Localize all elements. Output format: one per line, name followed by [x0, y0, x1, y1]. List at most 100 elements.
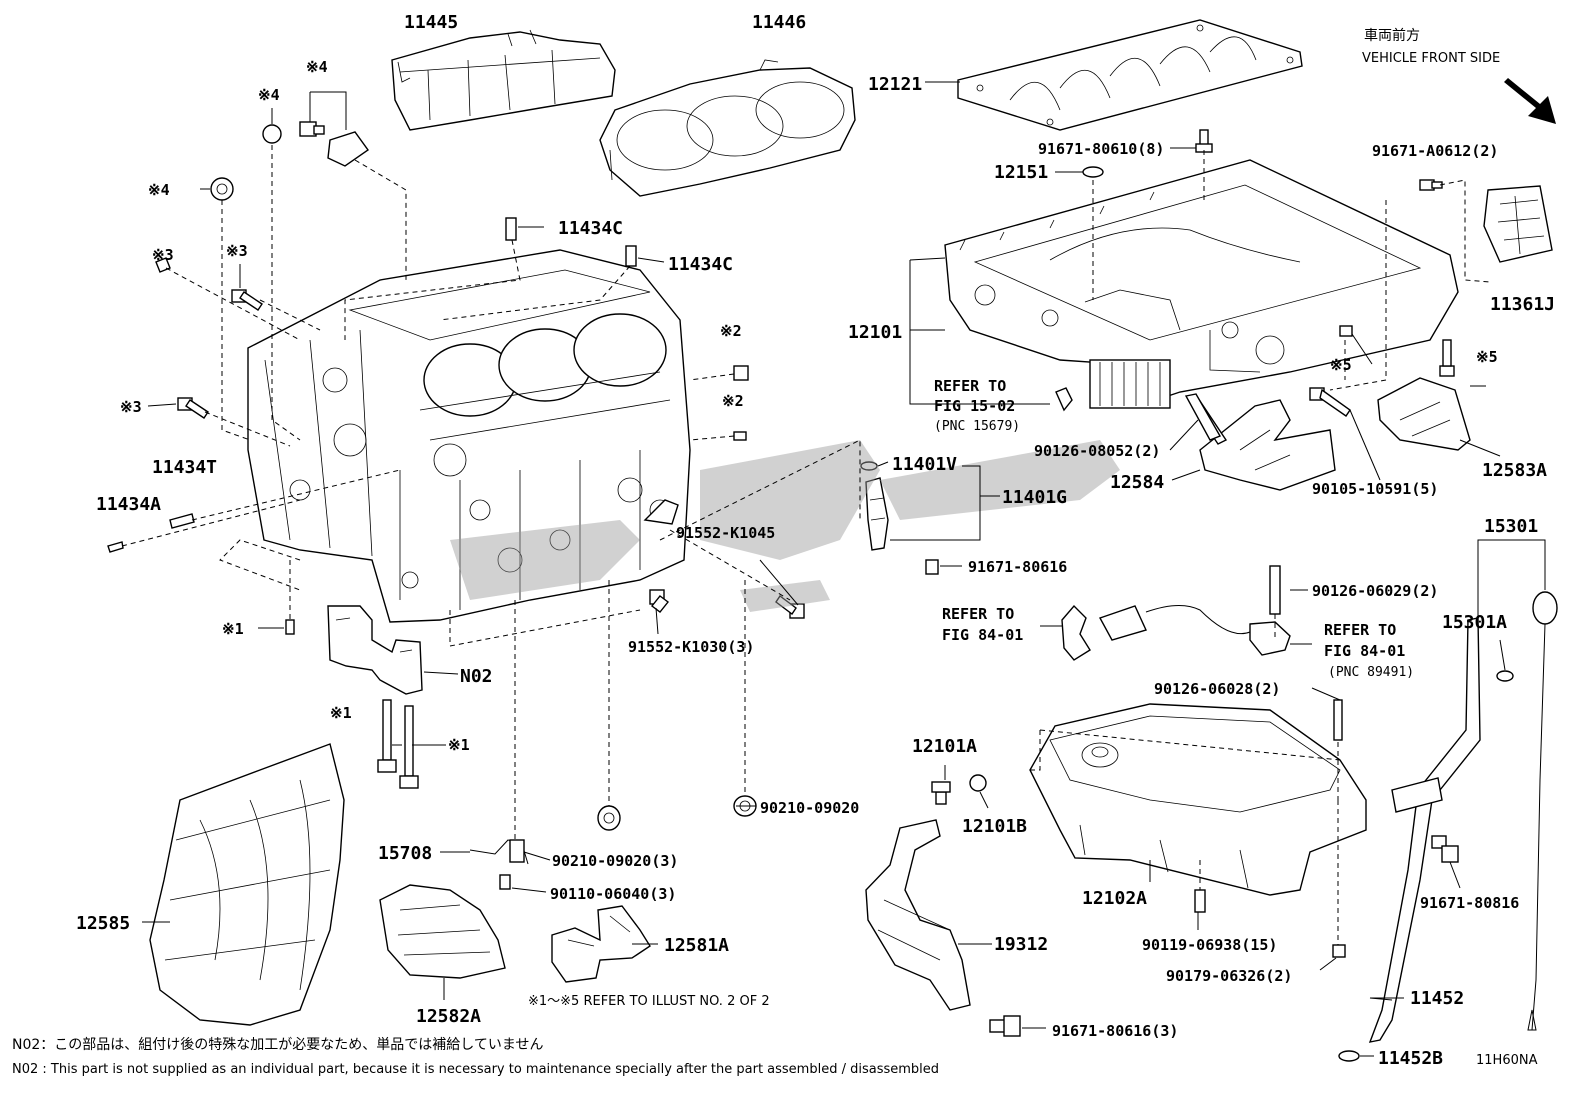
- part-12582A-drawing: [379, 884, 506, 979]
- label-90210-09020: 90210-09020: [760, 799, 859, 817]
- label-90126-06028: 90126-06028(2): [1154, 680, 1280, 698]
- label-11401V: 11401V: [892, 454, 957, 475]
- vehicle-front-label-jp: 車両前方: [1364, 27, 1420, 44]
- label-90119-06938: 90119-06938(15): [1142, 936, 1277, 954]
- part-11445-drawing: [391, 29, 616, 131]
- label-11361J: 11361J: [1490, 294, 1555, 315]
- vehicle-front-label-en: VEHICLE FRONT SIDE: [1362, 51, 1500, 66]
- vehicle-front-arrow-icon: [1504, 78, 1556, 124]
- label-11434C-b: 11434C: [668, 254, 733, 275]
- bolt-m5-right: [1439, 339, 1455, 377]
- part-11446-drawing: [599, 59, 856, 197]
- bolts-m1: [285, 619, 419, 789]
- footnote-jp: N02：この部品は、組付け後の特殊な加工が必要なため、単品では補給していません: [12, 1037, 543, 1053]
- mark-4-a: ※4: [306, 58, 328, 76]
- part-labels: 11445 11446 12121 91671-80610(8) 12151 9…: [76, 12, 1555, 1069]
- label-12101A: 12101A: [912, 736, 977, 757]
- part-12121-drawing: [957, 19, 1303, 131]
- mark-3-c: ※3: [120, 398, 142, 416]
- mark-4-c: ※4: [148, 181, 170, 199]
- stud-90126-08052: [1184, 393, 1222, 441]
- mark-3-a: ※3: [226, 242, 248, 260]
- part-15301-drawing: [1338, 591, 1558, 1062]
- gasket-12101B: [969, 774, 987, 792]
- refer-fig-15-02-line2: FIG 15-02: [934, 397, 1015, 415]
- label-91671-80616: 91671-80616: [968, 558, 1067, 576]
- label-11434T: 11434T: [152, 457, 217, 478]
- mark-5-b: ※5: [1476, 348, 1498, 366]
- refer-fig-15-02-line3: (PNC 15679): [934, 419, 1020, 434]
- label-11446: 11446: [752, 12, 806, 33]
- part-12584-drawing: [1188, 397, 1336, 491]
- label-90179-06326: 90179-06326(2): [1166, 967, 1292, 985]
- label-11434A: 11434A: [96, 494, 161, 515]
- bolt-m5-upper: [1339, 325, 1353, 337]
- mark-1-b: ※1: [330, 704, 352, 722]
- label-12581A: 12581A: [664, 935, 729, 956]
- part-sensor-cable: [1061, 604, 1291, 661]
- bolt-91671-80816: [1431, 835, 1459, 863]
- mark-2-a: ※2: [720, 322, 742, 340]
- mark-5-a: ※5: [1330, 356, 1352, 374]
- refer-15-02-part: [1055, 387, 1073, 412]
- part-15708-drawing: [469, 839, 529, 890]
- leader-lines: [142, 81, 1546, 1057]
- part-12101-drawing: [944, 159, 1459, 409]
- label-12121: 12121: [868, 74, 922, 95]
- oring-12151: [1082, 166, 1104, 178]
- bolt-91671-80616-3: [989, 1015, 1021, 1037]
- illust-note: ※1～※5 REFER TO ILLUST NO. 2 OF 2: [528, 994, 770, 1009]
- label-90105-10591: 90105-10591(5): [1312, 480, 1438, 498]
- part-12585-drawing: [149, 743, 345, 1026]
- refer-fig-84-01-a-line2: FIG 84-01: [942, 626, 1023, 644]
- bolt-90105-10591: [1309, 387, 1351, 417]
- label-N02: N02: [460, 666, 493, 687]
- label-11452: 11452: [1410, 988, 1464, 1009]
- part-cylinder-block: [247, 217, 691, 623]
- label-11452B: 11452B: [1378, 1048, 1443, 1069]
- refer-fig-84-01-b-line1: REFER TO: [1324, 621, 1396, 639]
- part-N02-drawing: [327, 605, 423, 695]
- label-15708: 15708: [378, 843, 432, 864]
- mark-1-c: ※1: [448, 736, 470, 754]
- label-15301: 15301: [1484, 516, 1538, 537]
- part-11361J-drawing: [1419, 179, 1553, 283]
- label-12585: 12585: [76, 913, 130, 934]
- mark-4-b: ※4: [258, 86, 280, 104]
- label-15301A: 15301A: [1442, 612, 1507, 633]
- label-90110-06040: 90110-06040(3): [550, 885, 676, 903]
- label-91671-A0612: 91671-A0612(2): [1372, 142, 1498, 160]
- label-90126-06029: 90126-06029(2): [1312, 582, 1438, 600]
- refer-fig-84-01-b-line2: FIG 84-01: [1324, 642, 1405, 660]
- label-91552-K1030: 91552-K1030(3): [628, 638, 754, 656]
- bolt-91671-80610: [1195, 129, 1213, 153]
- label-90126-08052: 90126-08052(2): [1034, 442, 1160, 460]
- studs-right: [1194, 565, 1346, 958]
- label-12583A: 12583A: [1482, 460, 1547, 481]
- dashed-lines: [121, 145, 1387, 945]
- refer-notes: REFER TO FIG 15-02 (PNC 15679) REFER TO …: [934, 377, 1414, 680]
- label-12102A: 12102A: [1082, 888, 1147, 909]
- mark-1-a: ※1: [222, 620, 244, 638]
- refer-fig-84-01-b-line3: (PNC 89491): [1328, 665, 1414, 680]
- label-12101: 12101: [848, 322, 902, 343]
- label-12101B: 12101B: [962, 816, 1027, 837]
- part-12583A-drawing: [1377, 377, 1471, 451]
- label-12582A: 12582A: [416, 1006, 481, 1027]
- part-11401G-drawing: [860, 461, 939, 575]
- label-91671-80610: 91671-80610(8): [1038, 140, 1164, 158]
- part-19312-drawing: [865, 819, 971, 1011]
- label-11434C-a: 11434C: [558, 218, 623, 239]
- reference-marks: ※4 ※4 ※4 ※3 ※3 ※3 ※2 ※2 ※1 ※1 ※1 ※5 ※5: [120, 58, 1498, 754]
- part-12102A-drawing: [1029, 703, 1367, 896]
- footnote-en: N02 : This part is not supplied as an in…: [12, 1062, 939, 1077]
- part-12101A-drawing: [931, 781, 951, 805]
- bolts-91552: [643, 499, 805, 619]
- gasket-90210-a: [597, 805, 621, 831]
- watermark-logo: [450, 440, 1120, 612]
- label-12584: 12584: [1110, 472, 1164, 493]
- refer-fig-15-02-line1: REFER TO: [934, 377, 1006, 395]
- label-91552-K1045: 91552-K1045: [676, 524, 775, 542]
- mark-3-b: ※3: [152, 246, 174, 264]
